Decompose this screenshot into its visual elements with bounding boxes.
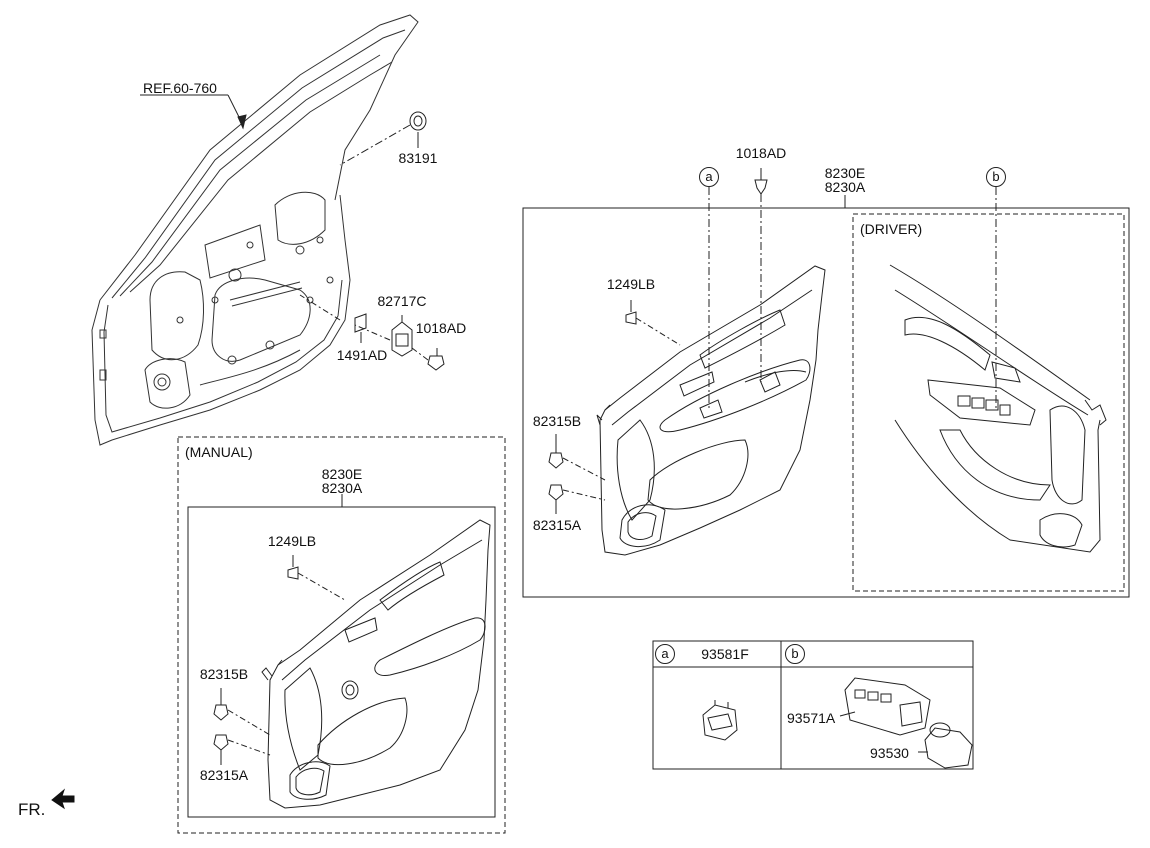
driver-code-top-label: 8230E bbox=[824, 165, 866, 181]
ref-label: REF.60-760 bbox=[143, 80, 217, 96]
door-frame-drawing bbox=[91, 14, 419, 446]
driver-detail-drawing bbox=[889, 264, 1107, 553]
driver-clip-1018AD-label: 1018AD bbox=[735, 145, 787, 161]
part-82717C-label: 82717C bbox=[377, 293, 427, 309]
driver-assembly-box bbox=[522, 207, 1130, 598]
driver-screw-label: 1249LB bbox=[606, 276, 656, 292]
grommet-83191-part bbox=[339, 111, 427, 166]
switch-93571A-drawing bbox=[839, 677, 931, 736]
manual-fasteners bbox=[213, 555, 346, 765]
manual-title: (MANUAL) bbox=[185, 444, 253, 460]
manual-code-top-label: 8230E bbox=[321, 466, 363, 482]
driver-trim-panel-drawing bbox=[596, 265, 826, 556]
part-1491AD-label: 1491AD bbox=[336, 347, 388, 363]
manual-code-bottom-label: 8230A bbox=[321, 480, 363, 496]
front-direction-label: FR. bbox=[18, 800, 46, 819]
front-direction-arrow bbox=[51, 788, 75, 810]
manual-trim-panel-drawing bbox=[261, 519, 491, 809]
legend-table bbox=[652, 640, 974, 770]
part-83191-label: 83191 bbox=[398, 150, 438, 166]
part-1018AD-label: 1018AD bbox=[415, 320, 467, 336]
legend-callout-a: a bbox=[655, 644, 675, 664]
driver-callout-a: a bbox=[699, 167, 719, 187]
manual-clip-b-label: 82315B bbox=[199, 666, 249, 682]
driver-detail-box bbox=[852, 213, 1125, 592]
legend-part-93530: 93530 bbox=[870, 745, 909, 761]
driver-clip-a-label: 82315A bbox=[532, 517, 582, 533]
driver-callout-b: b bbox=[986, 167, 1006, 187]
driver-code-bottom-label: 8230A bbox=[824, 179, 866, 195]
legend-part-93571A: 93571A bbox=[787, 710, 836, 726]
driver-clip-b-label: 82315B bbox=[532, 413, 582, 429]
legend-callout-b: b bbox=[785, 644, 805, 664]
switch-93530-drawing bbox=[918, 722, 973, 769]
driver-title: (DRIVER) bbox=[860, 221, 923, 237]
manual-screw-label: 1249LB bbox=[267, 533, 317, 549]
legend-part-93581F: 93581F bbox=[701, 646, 749, 662]
manual-outer-box bbox=[177, 436, 506, 834]
switch-93581F-drawing bbox=[702, 700, 738, 741]
bracket-hardware-parts bbox=[299, 294, 445, 371]
ref-leader bbox=[140, 94, 247, 130]
driver-fasteners bbox=[548, 168, 997, 514]
manual-clip-a-label: 82315A bbox=[199, 767, 249, 783]
